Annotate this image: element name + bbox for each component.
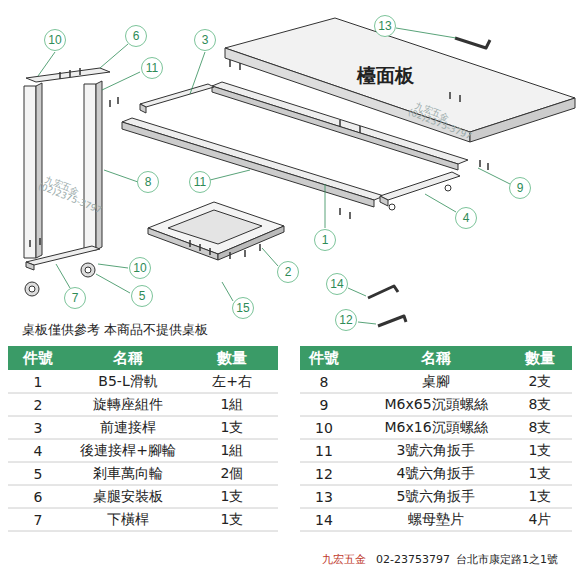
table-cell: 桌腳 [422,373,450,391]
table-cell: 2個 [221,465,244,483]
desk-board-label: 檯面板 [351,61,420,91]
callout-number: 6 [125,25,147,47]
footer-brand: 九宏五金 [322,552,366,567]
table-header: 數量 [217,349,247,368]
callout-number: 5 [131,285,153,307]
table-cell: 前連接桿 [100,419,156,437]
table-cell: 3號六角扳手 [397,442,476,460]
callout-number: 10 [129,257,151,279]
table-header: 件號 [23,349,53,368]
table-cell: 1支 [529,465,552,483]
table-cell: 2 [34,397,43,413]
leader-lines [38,28,510,324]
table-cell: 1支 [529,442,552,460]
table-cell: 4片 [529,511,552,529]
table-cell: 1支 [529,488,552,506]
callout-number: 15 [232,297,254,319]
table-cell: 13 [315,489,333,505]
footer-address: 台北市康定路1之1號 [456,552,558,567]
callout-number: 7 [64,287,86,309]
swivel-base [148,202,284,254]
table-cell: 3 [34,420,43,436]
callout-number: 10 [44,29,66,51]
table-cell: 1支 [221,511,244,529]
table-cell: 4號六角扳手 [397,465,476,483]
table-cell: 8支 [529,419,552,437]
note-text: 桌板僅供參考 本商品不提供桌板 [22,321,208,339]
node-text: 檯面板 [357,63,414,89]
table-cell: 1支 [221,419,244,437]
table-cell: 1 [34,374,43,390]
table-cell: 10 [315,420,333,436]
table-cell: 下橫桿 [107,511,149,529]
callout-number: 9 [509,177,531,199]
callout-number: 11 [141,57,163,79]
table-cell: M6x16沉頭螺絲 [384,419,487,437]
table-cell: 5號六角扳手 [397,488,476,506]
table-cell: M6x65沉頭螺絲 [384,396,487,414]
table-cell: 剎車萬向輪 [93,465,163,483]
callout-number: 2 [277,261,299,283]
table-header: 名稱 [113,349,143,368]
callout-number: 11 [189,171,211,193]
table-cell: 螺母墊片 [408,511,464,529]
table-cell: 5 [34,466,43,482]
table-cell: 1支 [221,488,244,506]
table-cell: 旋轉座組件 [93,396,163,414]
table-cell: 桌腿安裝板 [93,488,163,506]
callout-number: 13 [374,15,396,37]
table-cell: 左+右 [212,373,252,391]
table-header: 件號 [309,349,339,368]
callout-number: 4 [455,207,477,229]
table-cell: 7 [34,512,43,528]
table-cell: 9 [320,397,329,413]
slide-rail [122,118,384,200]
table-cell: 4 [34,443,43,459]
callout-number: 1 [314,229,336,251]
table-header: 數量 [525,349,555,368]
callout-number: 14 [326,273,348,295]
table-cell: 2支 [529,373,552,391]
table-cell: 11 [315,443,333,459]
table-cell: 6 [34,489,43,505]
table-cell: 12 [315,466,333,482]
table-cell: 8支 [529,396,552,414]
callout-number: 3 [194,29,216,51]
callout-number: 12 [335,309,357,331]
table-cell: 14 [315,512,333,528]
table-cell: 後連接桿+腳輪 [80,442,176,460]
table-cell: 8 [320,374,329,390]
footer-phone: 02-23753797 [376,553,450,566]
table-cell: 1組 [221,396,244,414]
callout-number: 8 [137,171,159,193]
table-cell: 1組 [221,442,244,460]
table-cell: B5-L滑軌 [98,373,157,391]
table-header: 名稱 [421,349,451,368]
